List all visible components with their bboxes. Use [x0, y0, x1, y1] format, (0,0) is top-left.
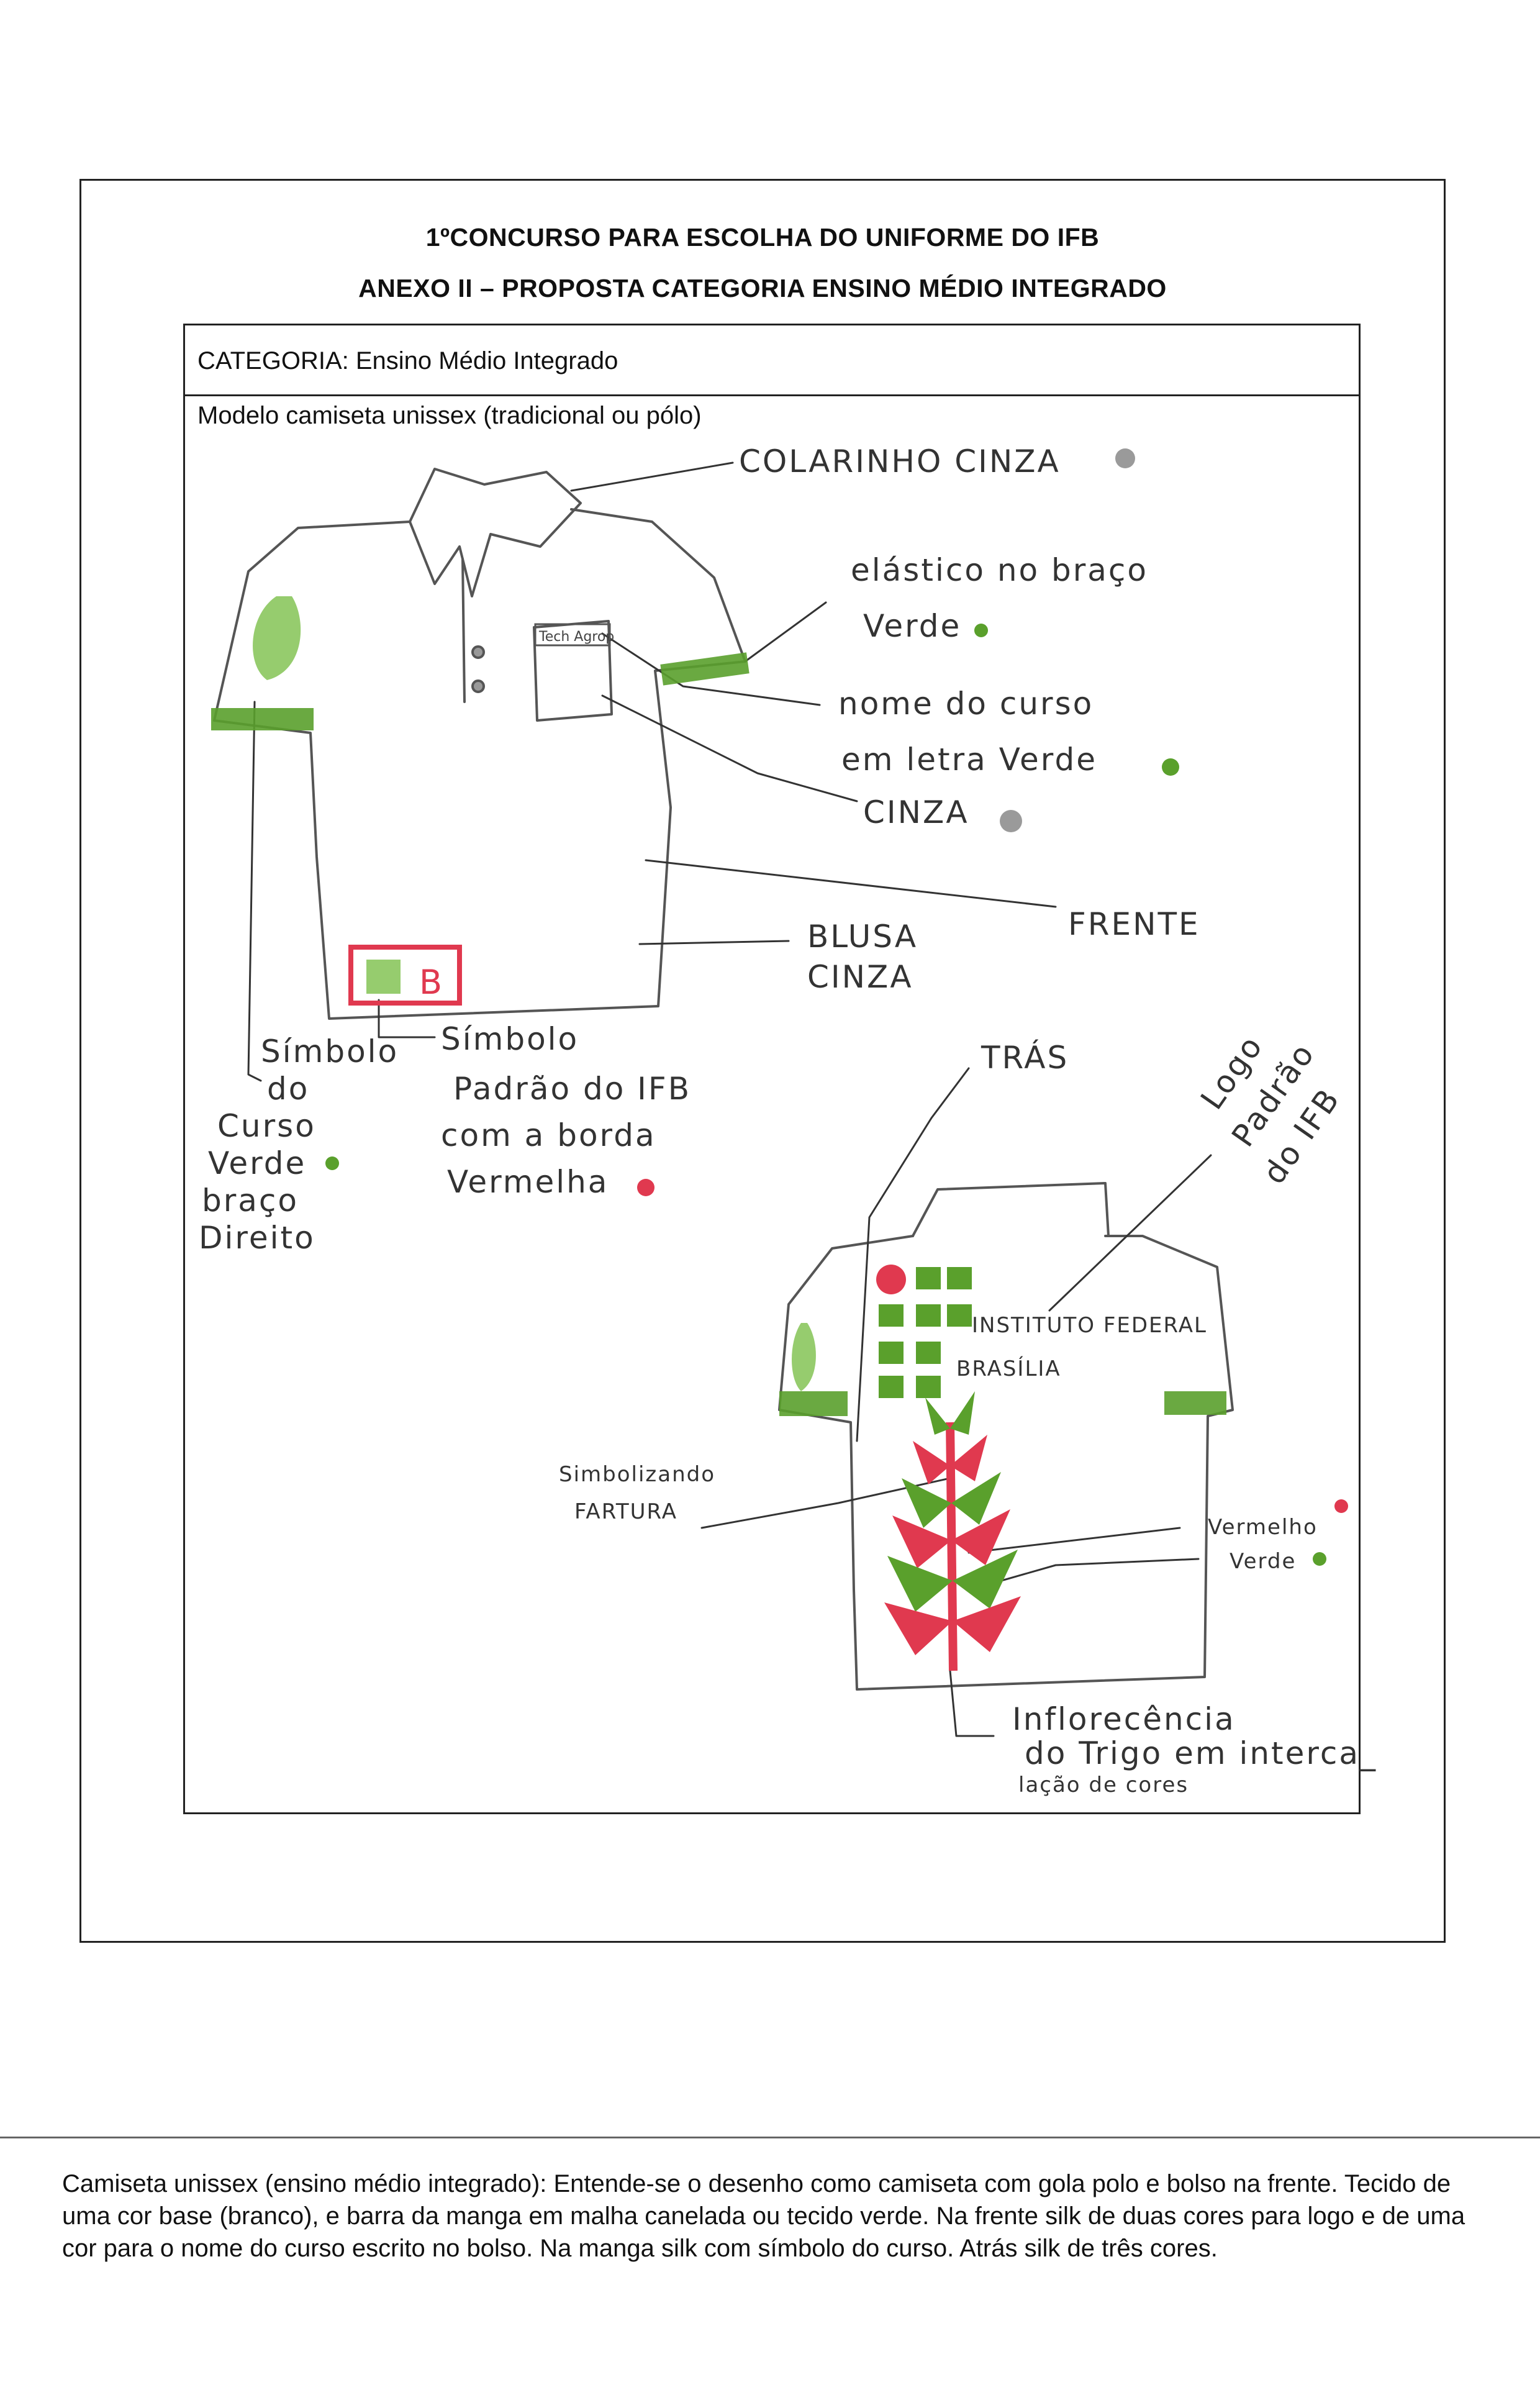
back-label: TRÁS: [981, 1039, 1069, 1076]
front-shirt-drawing: [213, 468, 746, 1020]
green-swatch: [1162, 758, 1179, 776]
ifb-symbol-label: Padrão do IFB: [453, 1071, 691, 1107]
gray-swatch: [1000, 810, 1022, 832]
back-shirt-outline: [778, 1235, 1234, 1691]
course-symbol-label: do: [267, 1071, 309, 1107]
button: [471, 645, 485, 659]
pocket-tag-box: [534, 623, 611, 647]
back-collar: [912, 1182, 1110, 1237]
sleeve-elastic-color-label: Verde: [863, 608, 961, 644]
green-swatch: [1313, 1552, 1326, 1566]
shirt-color-label: CINZA: [807, 959, 913, 995]
collar-label: COLARINHO CINZA: [739, 443, 1061, 479]
uniform-sketch: B Tech Agrop COLARINHO: [199, 443, 1377, 1797]
sleeve-elastic-label: elástico no braço: [851, 552, 1148, 588]
back-pointer: [856, 1067, 970, 1442]
wheat-label: lação de cores: [1018, 1773, 1189, 1797]
shirt-color-pointer: [638, 940, 790, 945]
course-symbol-pointer: [247, 701, 262, 1082]
gray-swatch: [1115, 448, 1135, 468]
red-swatch: [1334, 1499, 1348, 1513]
color-swatches: [325, 448, 1348, 1566]
ifb-front-badge: B: [348, 945, 462, 1006]
institute-label: INSTITUTO FEDERAL: [972, 1313, 1207, 1338]
course-symbol-label: Direito: [199, 1220, 315, 1256]
green-swatch: [325, 1156, 339, 1170]
back-left-sleeve-band: [779, 1391, 848, 1416]
course-name-label: nome do curso: [838, 686, 1094, 722]
front-label: FRENTE: [1068, 906, 1200, 942]
button: [471, 679, 485, 693]
form-outer-border: 1ºCONCURSO PARA ESCOLHA DO UNIFORME DO I…: [79, 179, 1446, 1943]
sleeve-elastic-pointer: [744, 601, 827, 663]
front-left-sleeve-band: [211, 708, 314, 730]
model-field: Modelo camiseta unissex (tradicional ou …: [197, 402, 702, 429]
ifb-symbol-label: Símbolo: [441, 1021, 579, 1057]
course-name-color-label: em letra Verde: [841, 742, 1097, 778]
fartura-label: FARTURA: [574, 1499, 677, 1524]
front-pointer: [645, 859, 1057, 908]
separator-line: [0, 2137, 1540, 2138]
course-symbol-label: braço: [202, 1183, 299, 1219]
form-inner-box: CATEGORIA: Ensino Médio Integrado Modelo…: [183, 324, 1361, 1814]
fartura-label: Simbolizando: [559, 1462, 715, 1487]
ifb-symbol-label: Vermelha: [447, 1164, 609, 1200]
description-caption: Camiseta unissex (ensino médio integrado…: [62, 2170, 1465, 2262]
institute-label: BRASÍLIA: [956, 1356, 1061, 1381]
red-label: Vermelho: [1208, 1515, 1318, 1540]
gray-pointer: [601, 694, 858, 802]
course-symbol-icon: [253, 596, 816, 1391]
green-label: Verde: [1230, 1549, 1296, 1574]
red-pointer: [967, 1527, 1181, 1554]
wheat-label: do Trigo em interca_: [1025, 1735, 1377, 1771]
ifb-back-logo: [876, 1265, 972, 1398]
back-shirt-drawing: [778, 1182, 1234, 1691]
green-swatch: [974, 624, 988, 637]
wheat-label: Inflorecência: [1012, 1701, 1236, 1737]
ifb-symbol-pointer: [378, 999, 436, 1038]
pocket-tag-text: Tech Agrop: [538, 629, 614, 645]
ifb-badge-letter: B: [419, 963, 442, 1002]
wheat-inflorescence: [884, 1391, 1021, 1671]
logo-pointer: [1048, 1154, 1212, 1312]
ifb-symbol-label: com a borda: [441, 1117, 656, 1153]
form-sheet: 1ºCONCURSO PARA ESCOLHA DO UNIFORME DO I…: [79, 179, 1446, 1943]
course-name-pointer: [601, 632, 821, 706]
collar-pointer: [570, 461, 734, 492]
front-placket: [461, 558, 466, 703]
annotation-lines: [247, 461, 1212, 1737]
front-pocket: [533, 620, 613, 722]
shirt-label: BLUSA: [807, 919, 918, 955]
front-collar: [409, 468, 582, 597]
red-swatch: [637, 1179, 654, 1196]
back-right-sleeve-band: [1164, 1391, 1226, 1415]
front-right-sleeve-band: [660, 652, 750, 686]
category-field: CATEGORIA: Ensino Médio Integrado: [185, 325, 1359, 396]
wheat-pointer: [949, 1670, 995, 1737]
annex-title: ANEXO II – PROPOSTA CATEGORIA ENSINO MÉD…: [358, 274, 1167, 302]
front-shirt-outline: [213, 508, 746, 1020]
contest-title: 1ºCONCURSO PARA ESCOLHA DO UNIFORME DO I…: [425, 223, 1100, 252]
gray-label: CINZA: [863, 794, 969, 830]
course-symbol-label: Verde: [208, 1145, 306, 1181]
sleeve-bands: [211, 652, 1226, 1416]
course-symbol-label: Símbolo: [261, 1034, 399, 1070]
handwritten-labels: COLARINHO CINZA elástico no braço Verde …: [199, 443, 1377, 1797]
course-symbol-label: Curso: [217, 1108, 316, 1144]
